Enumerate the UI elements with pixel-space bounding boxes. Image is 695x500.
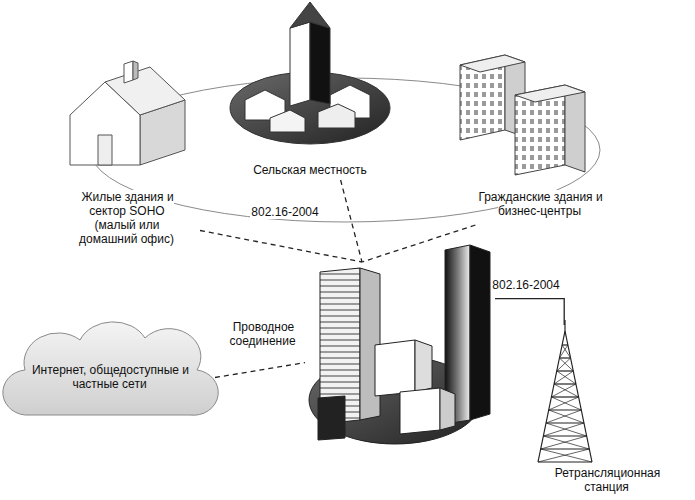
house-icon [70, 61, 185, 165]
node-label: Гражданские здания и бизнес-центры [477, 190, 602, 218]
text-block: Интернет, общедоступные и частные сети [30, 363, 190, 391]
wireless-link [341, 180, 362, 262]
edge-label: 802.16-2004 [491, 278, 560, 292]
node-label: Ретрансляционная станция [554, 466, 660, 494]
text-block: Жилые здания и сектор SOHO (малый или до… [73, 190, 181, 246]
node-label: Жилые здания и сектор SOHO (малый или до… [79, 190, 175, 246]
text-block: Ретрансляционная станция [548, 466, 666, 494]
text-block: Сельская местность [225, 163, 395, 177]
office-buildings-icon [460, 55, 585, 175]
rural-icon [230, 2, 390, 144]
wireless-link [362, 225, 475, 262]
edge-label-box: Проводное соединение [222, 320, 304, 348]
edge-label: Проводное соединение [229, 320, 296, 348]
buildings-node: Гражданские здания и бизнес-центры [455, 35, 625, 225]
base-station-node [305, 262, 495, 445]
relay-tower-icon [538, 320, 592, 462]
node-label: Сельская местность [252, 163, 368, 177]
cloud-shape [3, 322, 218, 415]
house-node: Жилые здания и сектор SOHO (малый или до… [55, 55, 200, 250]
text-block: Гражданские здания и бизнес-центры [472, 190, 608, 218]
city-base-station-icon [309, 245, 490, 444]
edge-label-box: 802.16-2004 [478, 278, 574, 292]
edge-label: 802.16-2004 [250, 205, 319, 219]
rural-node: Сельская местность [225, 5, 395, 180]
relay-link [495, 299, 564, 325]
cloud-node: Интернет, общедоступные и частные сети [5, 325, 215, 430]
edge-label-box: 802.16-2004 [243, 205, 327, 219]
wireless-link [215, 363, 305, 378]
wireless-link [200, 231, 362, 263]
relay-tower-node: Ретрансляционная станция [520, 325, 690, 497]
node-label: Интернет, общедоступные и частные сети [31, 363, 189, 391]
